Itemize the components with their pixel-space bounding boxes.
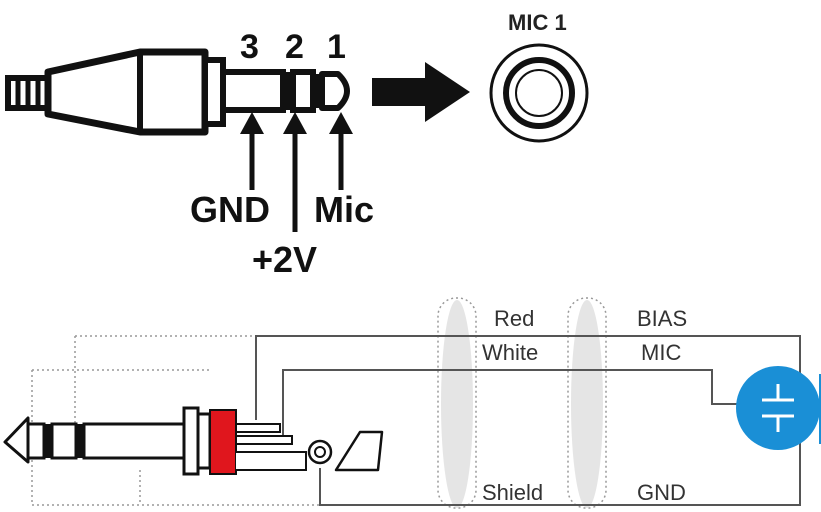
signal-bias-label: BIAS [637, 306, 687, 331]
pin-arrows [240, 112, 353, 232]
pin-1-label: 1 [327, 28, 346, 66]
signal-gnd-label: GND [637, 480, 686, 505]
arrow-right-icon [372, 62, 470, 122]
mic-socket-icon [489, 43, 589, 143]
wire-shield-label: Shield [482, 480, 543, 505]
trs-plug-top [5, 48, 350, 136]
mic-capsule-icon [736, 366, 821, 450]
pin-3-label: 3 [240, 28, 259, 66]
bias-voltage-label: +2V [252, 239, 317, 280]
wire-white-label: White [482, 340, 538, 365]
wire-red-label: Red [494, 306, 534, 331]
gnd-label: GND [190, 189, 270, 230]
trs-plug-bottom [3, 406, 384, 476]
signal-mic-label: MIC [641, 340, 681, 365]
mic-signal-label: Mic [314, 189, 374, 230]
wires [255, 335, 801, 506]
socket-label: MIC 1 [508, 10, 567, 35]
pin-2-label: 2 [285, 28, 304, 66]
cable-shield-bands [441, 300, 603, 508]
